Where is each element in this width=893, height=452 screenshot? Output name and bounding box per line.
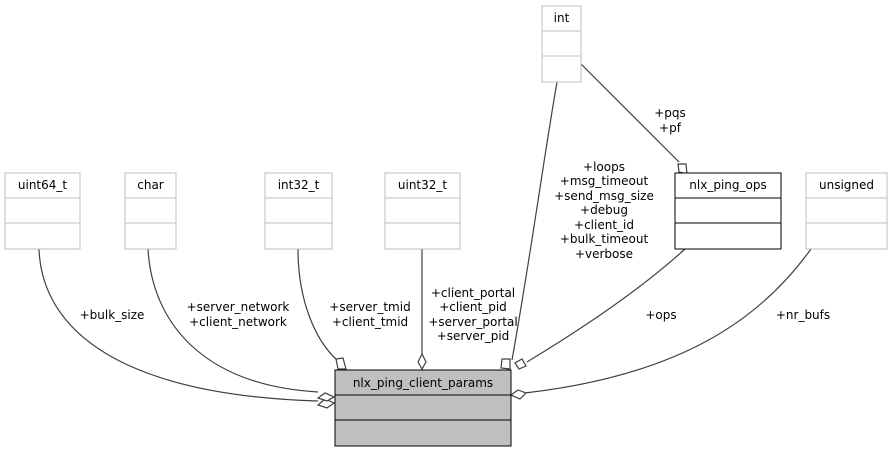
edge-label: +pqs <box>654 106 686 120</box>
type-box-int[interactable]: int <box>541 5 582 83</box>
aggregation-diamond <box>514 358 527 370</box>
edge-label: +server_network <box>187 300 290 314</box>
type-box-nlx_ping_ops[interactable]: nlx_ping_ops <box>674 172 782 250</box>
type-name: int <box>554 11 570 25</box>
type-name: int32_t <box>278 178 320 192</box>
edge-label: +loops <box>583 160 625 174</box>
type-name: nlx_ping_ops <box>689 178 766 192</box>
edge-int32_t <box>297 248 338 361</box>
aggregation-diamond <box>316 392 336 402</box>
edge-label: +client_tmid <box>332 315 408 329</box>
type-name: unsigned <box>819 178 874 192</box>
edge-label: +client_id <box>574 218 634 232</box>
edge-label: +client_portal <box>431 286 515 300</box>
type-box-uint32_t[interactable]: uint32_t <box>384 172 461 250</box>
edge-label: +ops <box>645 308 676 322</box>
type-box-unsigned[interactable]: unsigned <box>805 172 888 250</box>
aggregation-diamond <box>335 357 347 370</box>
edge-label: +bulk_timeout <box>560 232 649 246</box>
edge-int <box>511 81 558 361</box>
edge-ops <box>526 248 686 363</box>
edge-label: +verbose <box>575 247 633 261</box>
edge-unsigned <box>524 248 812 394</box>
edge-label: +nr_bufs <box>776 308 830 322</box>
edge-label: +server_pid <box>437 329 510 343</box>
type-name: uint32_t <box>398 178 448 192</box>
edge-char <box>147 248 319 393</box>
aggregation-diamond <box>500 358 511 370</box>
edge-label: +server_tmid <box>329 300 410 314</box>
type-name: char <box>137 178 164 192</box>
main-class-box[interactable]: nlx_ping_client_params <box>334 369 512 447</box>
edge-label: +msg_timeout <box>560 174 649 188</box>
edge-label: +client_pid <box>439 300 507 314</box>
edge-label: +server_portal <box>428 315 517 329</box>
main-class-name: nlx_ping_client_params <box>353 376 493 390</box>
edge-label: +bulk_size <box>80 308 145 322</box>
edge-label: +client_network <box>189 315 287 329</box>
type-box-int32_t[interactable]: int32_t <box>264 172 333 250</box>
edge-int-ops <box>580 63 680 163</box>
edge-label: +send_msg_size <box>554 189 654 203</box>
type-box-uint64_t[interactable]: uint64_t <box>4 172 81 250</box>
aggregation-diamond <box>509 389 528 400</box>
aggregation-diamond <box>417 352 427 371</box>
type-name: uint64_t <box>18 178 68 192</box>
edge-label: +debug <box>580 203 628 217</box>
type-box-char[interactable]: char <box>124 172 177 250</box>
edge-label: +pf <box>659 121 682 135</box>
edge-uint64_t <box>38 248 319 402</box>
